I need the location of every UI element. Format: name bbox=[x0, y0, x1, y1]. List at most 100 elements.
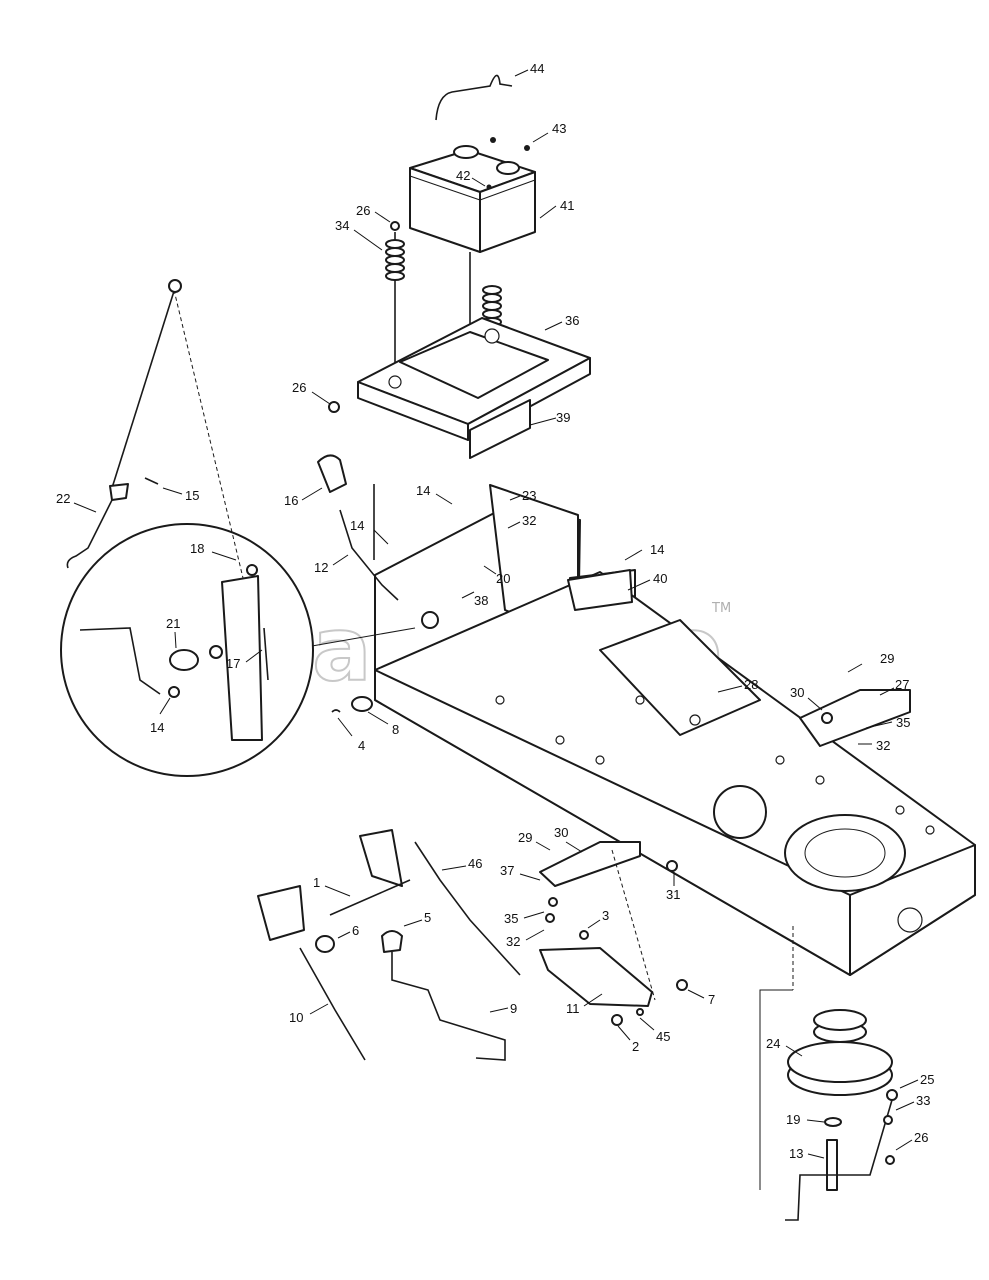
callout-9: 9 bbox=[510, 1001, 517, 1016]
callout-38: 38 bbox=[474, 593, 488, 608]
lever-rod-10 bbox=[299, 947, 366, 1061]
callout-43: 43 bbox=[552, 121, 566, 136]
cable-bracket bbox=[567, 569, 633, 611]
callout-35b: 35 bbox=[504, 911, 518, 926]
callout-32c: 32 bbox=[506, 934, 520, 949]
battery-terminal bbox=[453, 145, 479, 159]
callout-29b: 29 bbox=[518, 830, 532, 845]
pulley-washer bbox=[824, 1117, 842, 1127]
axle-bracket-left bbox=[539, 841, 641, 887]
cotter-pin bbox=[144, 477, 159, 485]
inset-rod bbox=[79, 627, 161, 695]
battery-tray-opening bbox=[399, 331, 549, 399]
frame-group bbox=[317, 454, 976, 976]
callout-42: 42 bbox=[456, 168, 470, 183]
callout-22: 22 bbox=[56, 491, 70, 506]
callout-14a: 14 bbox=[416, 483, 430, 498]
callout-37: 37 bbox=[500, 863, 514, 878]
pulley-pin bbox=[826, 1139, 838, 1191]
frame-plate bbox=[599, 619, 761, 736]
callout-32a: 32 bbox=[522, 513, 536, 528]
callout-26b: 26 bbox=[292, 380, 306, 395]
detail-circle bbox=[60, 279, 416, 777]
callout-14d: 14 bbox=[150, 720, 164, 735]
callout-21: 21 bbox=[166, 616, 180, 631]
callout-15: 15 bbox=[185, 488, 199, 503]
callout-8: 8 bbox=[392, 722, 399, 737]
callout-14b: 14 bbox=[350, 518, 364, 533]
callout-27: 27 bbox=[895, 677, 909, 692]
callouts: 44 43 42 41 26 34 36 26 39 22 15 16 14 2… bbox=[56, 61, 934, 1161]
callout-39: 39 bbox=[556, 410, 570, 425]
shift-lever bbox=[339, 509, 399, 601]
callout-11: 11 bbox=[566, 1001, 580, 1016]
battery-spring-left bbox=[385, 239, 405, 281]
pulley-group bbox=[759, 926, 898, 1221]
callout-16: 16 bbox=[284, 493, 298, 508]
battery-group bbox=[328, 74, 591, 459]
spring-coupler bbox=[109, 483, 129, 501]
brake-spring bbox=[66, 493, 117, 569]
callout-32b: 32 bbox=[876, 738, 890, 753]
rod-46 bbox=[414, 841, 521, 976]
pedal-group bbox=[257, 829, 688, 1061]
callout-17: 17 bbox=[226, 656, 240, 671]
lever-knob bbox=[381, 930, 403, 953]
inset-spring bbox=[263, 627, 269, 681]
callout-33: 33 bbox=[916, 1093, 930, 1108]
inset-bushing bbox=[169, 649, 199, 671]
callout-3: 3 bbox=[602, 908, 609, 923]
callout-30b: 30 bbox=[554, 825, 568, 840]
callout-20: 20 bbox=[496, 571, 510, 586]
callout-10: 10 bbox=[289, 1010, 303, 1025]
callout-26c: 26 bbox=[914, 1130, 928, 1145]
callout-4: 4 bbox=[358, 738, 365, 753]
cable-end bbox=[168, 279, 182, 293]
callout-14c: 14 bbox=[650, 542, 664, 557]
brake-pedal bbox=[359, 829, 403, 887]
callout-29a: 29 bbox=[880, 651, 894, 666]
watermark-tm: TM bbox=[711, 601, 731, 616]
brake-arm bbox=[539, 947, 653, 1007]
callout-1: 1 bbox=[313, 875, 320, 890]
pedal-collar bbox=[315, 935, 335, 953]
callout-2: 2 bbox=[632, 1039, 639, 1054]
callout-34: 34 bbox=[335, 218, 349, 233]
frame-opening bbox=[784, 814, 906, 892]
callout-31: 31 bbox=[666, 887, 680, 902]
hold-down-rod bbox=[435, 74, 513, 121]
callout-25: 25 bbox=[920, 1072, 934, 1087]
pedal-shaft bbox=[329, 879, 411, 916]
callout-18: 18 bbox=[190, 541, 204, 556]
callout-35a: 35 bbox=[896, 715, 910, 730]
pedal-bracket bbox=[257, 885, 305, 941]
battery-terminal bbox=[496, 161, 520, 175]
callout-45: 45 bbox=[656, 1029, 670, 1044]
callout-24: 24 bbox=[766, 1036, 780, 1051]
callout-23: 23 bbox=[522, 488, 536, 503]
frame-hole bbox=[713, 785, 767, 839]
tray-bolt bbox=[328, 401, 340, 413]
battery-spring-right bbox=[482, 285, 502, 327]
pulley-rod bbox=[785, 1099, 893, 1221]
battery-bolt bbox=[390, 221, 400, 231]
callout-30a: 30 bbox=[790, 685, 804, 700]
callout-41: 41 bbox=[560, 198, 574, 213]
lever-rod-9 bbox=[391, 952, 506, 1061]
brake-cable bbox=[111, 287, 176, 489]
callout-5: 5 bbox=[424, 910, 431, 925]
callout-19: 19 bbox=[786, 1112, 800, 1127]
callout-36: 36 bbox=[565, 313, 579, 328]
callout-12: 12 bbox=[314, 560, 328, 575]
pivot-bolt bbox=[421, 611, 439, 629]
bushing bbox=[351, 696, 373, 712]
shift-knob bbox=[317, 454, 347, 493]
battery-side bbox=[479, 171, 536, 253]
callout-26a: 26 bbox=[356, 203, 370, 218]
callout-6: 6 bbox=[352, 923, 359, 938]
axle-bracket-right bbox=[799, 689, 911, 747]
inset-bracket bbox=[221, 575, 263, 741]
callout-13: 13 bbox=[789, 1146, 803, 1161]
callout-46: 46 bbox=[468, 856, 482, 871]
